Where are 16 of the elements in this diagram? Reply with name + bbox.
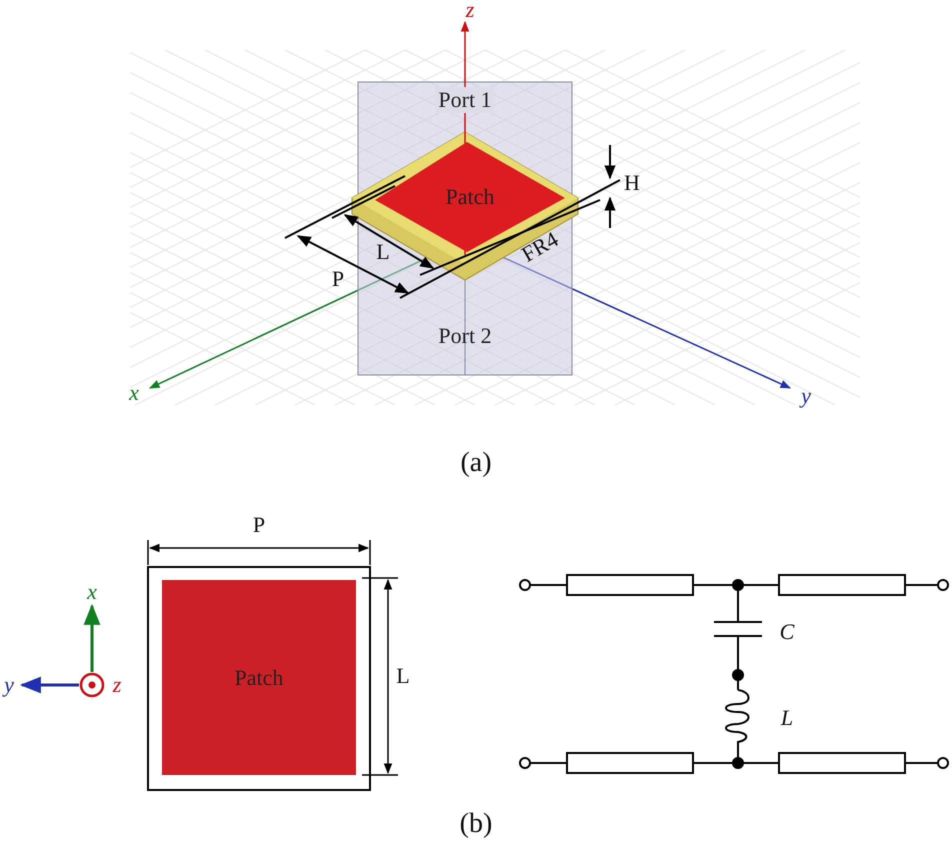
panel-label: (b) bbox=[460, 810, 492, 838]
panel-label: (a) bbox=[460, 449, 492, 477]
axis-label: z bbox=[466, 0, 474, 21]
node-text: Patch bbox=[234, 664, 284, 690]
dimension-label: P bbox=[252, 514, 266, 536]
axis-label: x bbox=[87, 581, 97, 603]
axis-label: y bbox=[4, 674, 14, 696]
patch-plate bbox=[162, 580, 356, 775]
component-label: C bbox=[780, 621, 794, 643]
dimension-label: H bbox=[624, 172, 640, 194]
axis-label: x bbox=[129, 382, 139, 404]
dimension-label: P bbox=[332, 268, 344, 290]
component-label: L bbox=[780, 707, 794, 729]
axis-label: z bbox=[112, 674, 122, 696]
dimension-label: L bbox=[396, 665, 410, 687]
axis-label: y bbox=[801, 385, 811, 407]
